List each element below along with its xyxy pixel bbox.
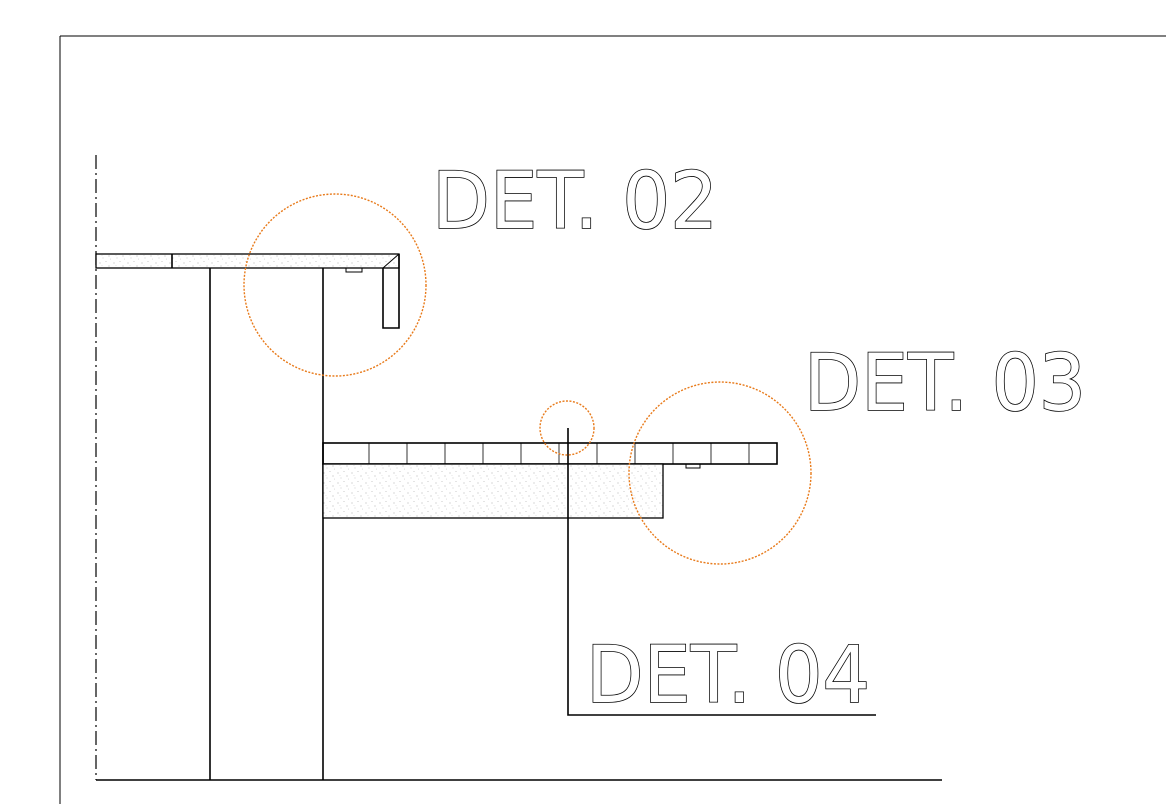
det04-leader-line: [567, 428, 876, 716]
roof-slab: [95, 253, 400, 329]
sheet-frame: [59, 35, 1166, 804]
det03-callout-circle: [628, 381, 812, 565]
det03-label: DET. 03: [804, 339, 1086, 429]
det02-callout-circle: [243, 193, 427, 377]
column-walls: [209, 268, 324, 780]
det02-label: DET. 02: [432, 157, 718, 247]
det04-callout-circle: [539, 400, 595, 456]
det04-label: DET. 04: [586, 631, 870, 721]
floor-slab: [322, 442, 778, 519]
